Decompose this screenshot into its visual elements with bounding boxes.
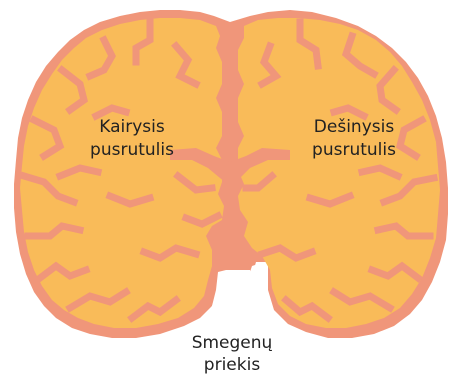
brainstem-label-line2: priekis bbox=[204, 355, 261, 375]
left-hemisphere-label-line2: pusrutulis bbox=[90, 140, 174, 160]
brainstem-label-line1: Smegenų bbox=[192, 333, 273, 353]
right-hemisphere-label-line2: pusrutulis bbox=[312, 140, 396, 160]
right-hemisphere-label-line1: Dešinysis bbox=[314, 117, 395, 137]
left-hemisphere-label-line1: Kairysis bbox=[99, 117, 165, 137]
